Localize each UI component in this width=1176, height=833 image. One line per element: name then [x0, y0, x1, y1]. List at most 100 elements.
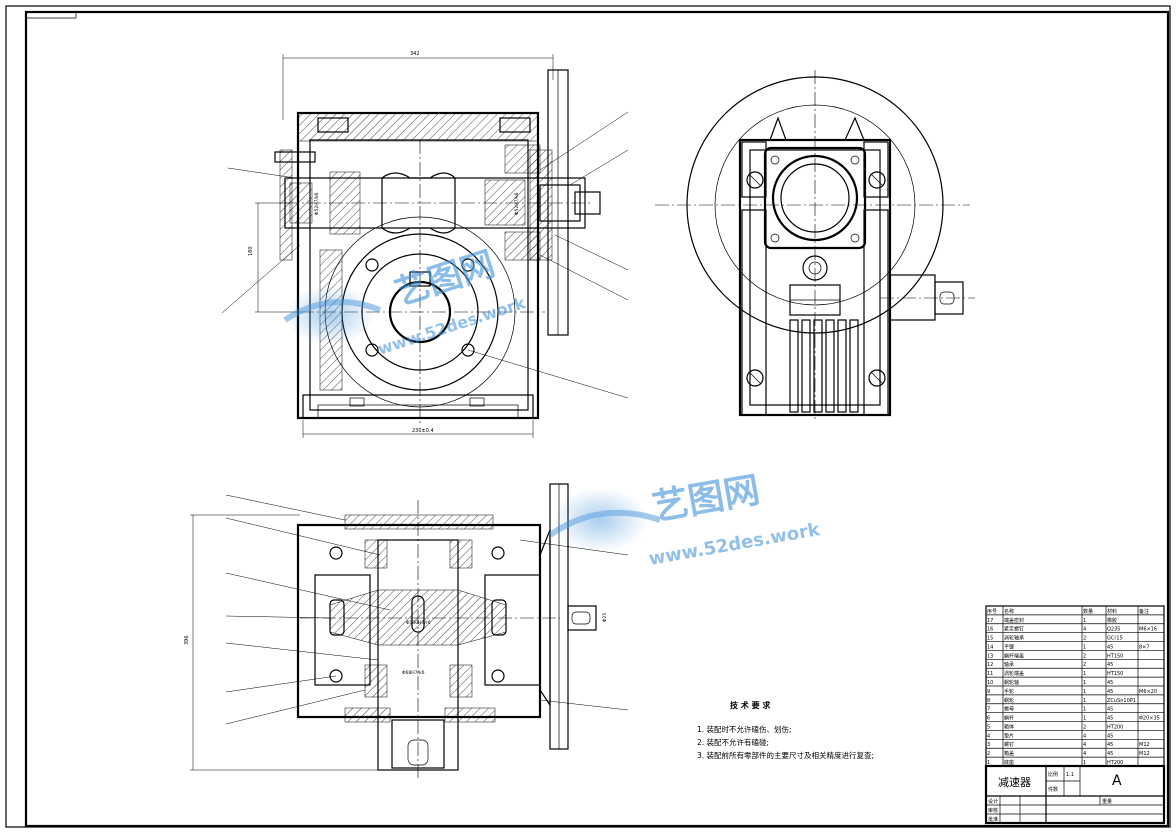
bom-cell: Q235 [1107, 627, 1120, 633]
bom-cell: HT150 [1107, 671, 1123, 677]
bom-cell: 轴承 [1004, 661, 1014, 668]
front-view: 342 [221, 51, 629, 438]
bom-cell: 1 [1083, 618, 1086, 624]
bom-cell: 45 [1107, 733, 1113, 739]
bom-cell: 6 [987, 716, 990, 722]
bom-cell: 箱体 [1004, 723, 1014, 730]
bom-cell: 10 [987, 680, 993, 686]
bom-cell: 4 [1083, 733, 1086, 739]
bom-header-cell: 数量 [1083, 608, 1093, 615]
bom-cell: 垫片 [1004, 732, 1014, 739]
tech-requirement-item: 3. 装配前所有零部件的主要尺寸及相关精度进行复查; [697, 750, 874, 760]
bom-cell: 蜗轮 [1004, 697, 1014, 704]
bom-cell: 8 [987, 698, 990, 704]
watermark-url: www.52des.work [647, 519, 822, 570]
bom-cell: 手轮 [1004, 688, 1014, 695]
bom-header-cell: 名称 [1004, 608, 1014, 615]
scale-label: 比例 [1048, 771, 1058, 778]
dim-right-fit: Φ52H7/k6 [514, 192, 520, 215]
sheet-label: 重量 [1102, 798, 1112, 805]
bom-cell: 1 [987, 760, 990, 766]
watermark-brand: 艺图网 [390, 244, 499, 314]
bom-cell: 3 [987, 742, 990, 748]
bom-cell: 15 [987, 636, 993, 642]
sheet-border [5, 5, 1171, 828]
bom-cell: M12 [1139, 742, 1150, 748]
cooling-fins [789, 319, 859, 413]
bom-cell: HT200 [1107, 724, 1123, 730]
dim-top-width: 342 [410, 51, 420, 57]
bom-cell: 2 [1083, 653, 1086, 659]
bom-cell: 11 [987, 671, 993, 677]
bom-cell: 45 [1107, 689, 1113, 695]
bom-cell: 5 [987, 724, 990, 730]
bom-cell: 45 [1107, 751, 1113, 757]
bom-cell: 2 [1083, 662, 1086, 668]
bom-cell: HT200 [1107, 760, 1123, 766]
bom-cell: 45 [1107, 742, 1113, 748]
bom-cell: Φ20×35 [1139, 716, 1160, 722]
bom-cell: 1 [1083, 716, 1086, 722]
bom-cell: 蜗轮轴 [1004, 679, 1019, 686]
bom-cell: 45 [1107, 644, 1113, 650]
bom-cell: 4 [1083, 627, 1086, 633]
dim-side: Φ25 [602, 613, 608, 622]
bom-cell: GCr15 [1107, 636, 1123, 642]
bom-cell: 2 [1083, 724, 1086, 730]
watermark-brand: 艺图网 [649, 470, 762, 529]
bom-cell: 橡胶 [1107, 617, 1117, 624]
bom-cell: 45 [1107, 662, 1113, 668]
scale-value: 1:1 [1066, 772, 1074, 778]
bom-cell: 箱盖 [1004, 750, 1014, 757]
bom-cell: 涡轮轴承 [1004, 635, 1024, 642]
bom-cell: 端盖密封 [1004, 617, 1024, 624]
bom-cell: M6×20 [1139, 689, 1157, 695]
bom-cell: 2 [1083, 636, 1086, 642]
bom-cell: 紧定螺钉 [1004, 626, 1024, 633]
bom-header-cell: 备注 [1139, 608, 1149, 615]
bom-cell: 4 [1083, 751, 1086, 757]
bom-cell: 45 [1107, 716, 1113, 722]
bom-cell: 45 [1107, 680, 1113, 686]
bom-cell: 螺母 [1004, 706, 1014, 713]
designer-row: 设计 [988, 798, 998, 805]
bom-cell: 17 [987, 618, 993, 624]
bom-cell: 16 [987, 627, 993, 633]
bom-cell: 平键 [1004, 643, 1014, 650]
bom-cell: 蜗杆端盖 [1004, 652, 1024, 659]
dim-shaft-fit: Φ52H7/k6 [314, 192, 320, 215]
dim-hub-fit: Φ68H7/k6 [402, 670, 425, 676]
bom-cell: 螺钉 [1004, 741, 1014, 748]
bom-cell: 4 [1083, 742, 1086, 748]
checker-row: 审核 [988, 807, 998, 814]
bom-cell: 1 [1083, 680, 1086, 686]
tech-requirement-item: 2. 装配不允许有磕碰; [697, 737, 769, 747]
bom-cell: 4 [987, 733, 990, 739]
bom-cell: 涡轮端盖 [1004, 670, 1024, 677]
bom-cell: HT150 [1107, 653, 1123, 659]
watermark-2: 艺图网 www.52des.work [548, 470, 822, 570]
tech-requirements-heading: 技 术 要 求 [730, 700, 771, 710]
title-block: 减速器 比例 1:1 件数 A 重量 设计 审核 批准 [984, 764, 1166, 825]
bom-cell: 2 [987, 751, 990, 757]
tech-requirements: 技 术 要 求 1. 装配时不允许磕伤、划伤; 2. 装配不允许有磕碰; 3. … [697, 700, 874, 760]
bom-cell: 12 [987, 662, 993, 668]
tech-requirement-item: 1. 装配时不允许磕伤、划伤; [697, 724, 792, 734]
bom-cell: 1 [1083, 760, 1086, 766]
bom-cell: 底座 [1004, 759, 1014, 766]
bom-cell: 1 [1083, 644, 1086, 650]
bom-cell: 7 [987, 707, 990, 713]
bom-cell: 14 [987, 644, 993, 650]
bom-cell: 9 [987, 689, 990, 695]
bom-header-cell: 材料 [1107, 608, 1117, 615]
bom-cell: M6×16 [1139, 627, 1157, 633]
bom-cell: 1 [1083, 698, 1086, 704]
dim-bottom-width: 230±0.4 [412, 428, 434, 434]
dim-vertical-height: 180 [248, 246, 254, 256]
section-view: 396 Φ130H7/r6 [184, 483, 629, 780]
bom-header-cell: 序号 [987, 608, 997, 615]
side-view [655, 70, 975, 420]
dim-worm-fit: Φ130H7/r6 [406, 620, 431, 626]
